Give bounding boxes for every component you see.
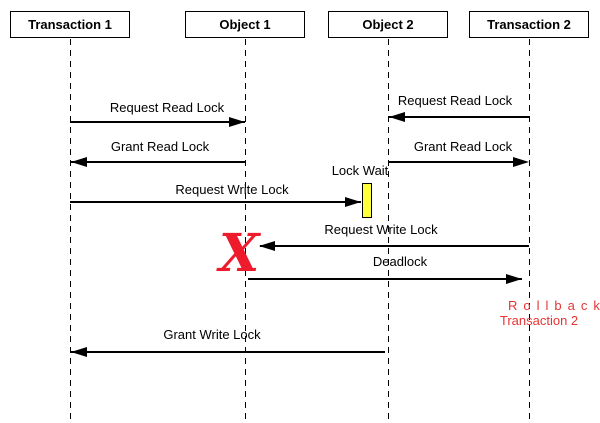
arrow-line [260,245,529,247]
arrowhead-left-icon [389,112,405,122]
arrowhead-left-icon [259,241,275,251]
arrowhead-right-icon [506,274,522,284]
actor-box-transaction-2: Transaction 2 [469,11,589,38]
arrowhead-left-icon [71,157,87,167]
message-label: Grant Read Lock [110,139,210,154]
message-label: Request Read Lock [109,100,225,115]
lifeline-object-1 [245,39,247,423]
arrow-line [70,121,245,123]
lock-wait-label: Lock Wait [331,163,389,178]
actor-box-transaction-1: Transaction 1 [10,11,130,38]
arrow-line [71,161,245,163]
message-label: Request Read Lock [397,93,513,108]
rollback-label-line2: Transaction 2 [499,313,579,328]
message-label: Request Write Lock [175,182,289,197]
arrow-line [71,351,385,353]
actor-box-object-2: Object 2 [328,11,448,38]
lifeline-transaction-2 [529,39,531,423]
actor-box-object-1: Object 1 [185,11,305,38]
message-label: Grant Write Lock [163,327,261,342]
arrow-line [248,278,522,280]
message-label: Grant Read Lock [413,139,513,154]
lifeline-transaction-1 [70,39,72,423]
arrowhead-right-icon [513,157,529,167]
message-label: Deadlock [372,254,428,269]
arrow-line [389,116,529,118]
lock-wait-marker [362,183,372,218]
blocked-x-icon: X [219,223,260,284]
lifeline-object-2 [388,39,390,423]
message-label: Request Write Lock [324,222,438,237]
rollback-label-line1: Rollback [508,298,600,313]
arrowhead-right-icon [345,197,361,207]
arrowhead-right-icon [229,117,245,127]
arrow-line [70,201,361,203]
arrow-line [389,161,523,163]
arrowhead-left-icon [71,347,87,357]
